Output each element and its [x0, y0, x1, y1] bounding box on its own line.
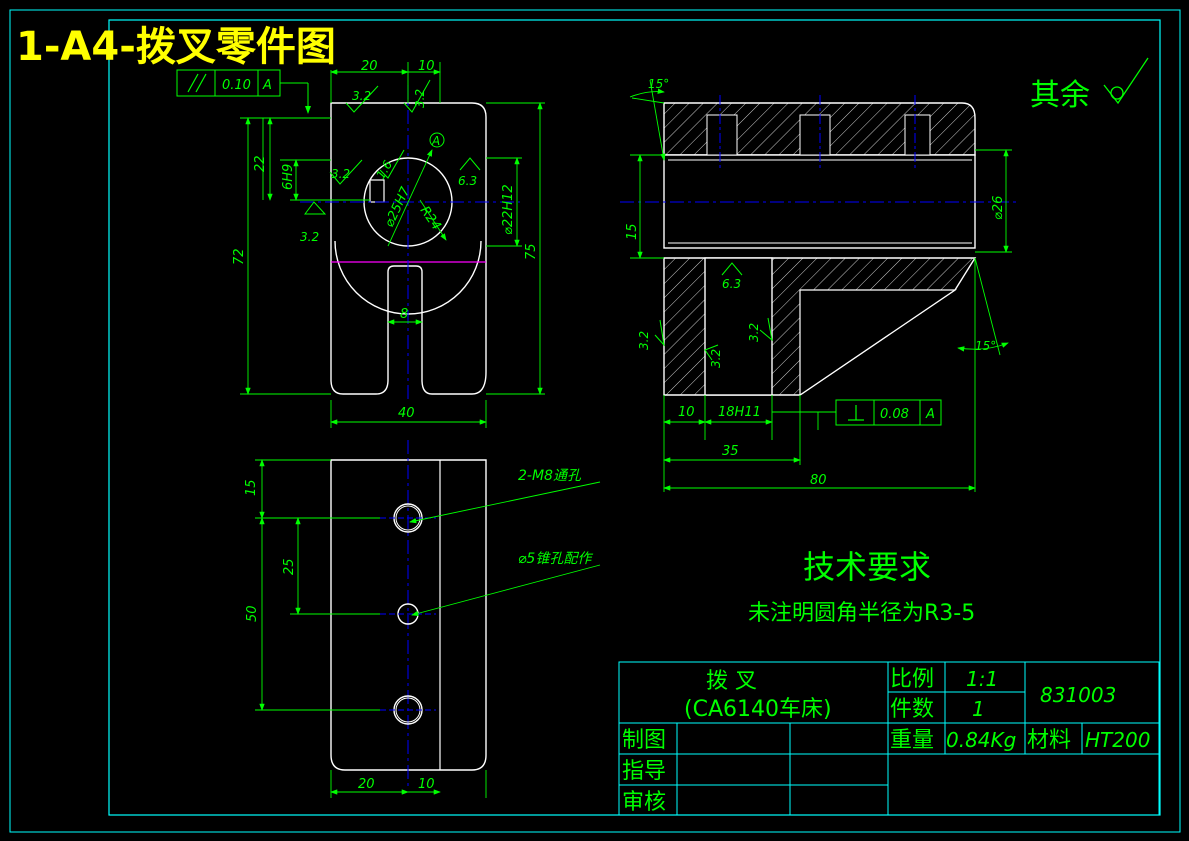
front-rough-c: 3.2: [331, 167, 350, 181]
front-dim-10: 10: [418, 59, 435, 74]
front-rough-b: 3.2: [413, 89, 427, 108]
bottom-outline: [330, 459, 487, 771]
section-dim-phi26: ⌀26: [991, 196, 1006, 220]
datum-a-marker: [429, 132, 445, 148]
section-dim-35: 35: [722, 444, 739, 459]
hole-top: [380, 503, 436, 533]
bottom-dim-10: 10: [418, 777, 435, 792]
bottom-dim-25: 25: [282, 558, 297, 575]
section-angle-15-bottom: 15°: [975, 339, 996, 353]
title-block: [618, 661, 1160, 816]
front-dim-75: 75: [524, 243, 539, 260]
tb-machine: (CA6140车床): [684, 697, 832, 722]
perp-datum: A: [925, 407, 935, 422]
key-slot: [369, 179, 385, 203]
tb-material-value: HT200: [1085, 728, 1150, 752]
roughness-symbol-icon: [1103, 57, 1149, 105]
tb-material-label: 材料: [1027, 728, 1071, 753]
front-dim-6h9: 6H9: [281, 164, 296, 190]
tb-review-label: 审核: [622, 790, 666, 815]
note-phi5-taper: ⌀5锥孔配作: [518, 551, 593, 567]
section-dim-18h11: 18H11: [718, 405, 761, 420]
front-view: 0.10 A A 20 10 3.2 3.2 3.2 3.2 1.6 6.3 2…: [176, 59, 545, 428]
front-rough-a: 3.2: [352, 89, 371, 103]
front-rough-d: 3.2: [300, 230, 319, 244]
tb-qty-label: 件数: [890, 697, 934, 722]
tb-scale-label: 比例: [890, 667, 934, 692]
section-rough-a: 3.2: [637, 331, 651, 350]
tech-req-note: 未注明圆角半径为R3-5: [748, 601, 975, 626]
tb-drawn-label: 制图: [622, 728, 666, 753]
front-dim-72: 72: [232, 248, 247, 265]
note-m8-holes: 2-M8通孔: [518, 468, 582, 484]
section-slot: [704, 257, 773, 396]
section-rough-b: 3.2: [747, 323, 761, 342]
front-dim-phi25h7: ⌀25H7: [382, 184, 414, 229]
section-rough-c: 3.2: [709, 349, 723, 368]
tb-scale-value: 1:1: [966, 667, 998, 691]
section-dim-10: 10: [678, 405, 695, 420]
tb-guide-label: 指导: [622, 759, 666, 784]
tech-req-heading: 技术要求: [803, 548, 931, 586]
perp-tolerance-value: 0.08: [880, 407, 909, 422]
section-dim-15: 15: [625, 223, 640, 240]
parallel-datum: A: [262, 78, 272, 93]
front-rough-6-3: 6.3: [458, 174, 477, 188]
parallelism-icon: [187, 73, 199, 93]
front-dim-40: 40: [398, 406, 415, 421]
front-dim-r24: R24: [417, 204, 444, 234]
sheet-title: 1-A4-拨叉零件图: [16, 24, 336, 70]
tb-qty-value: 1: [972, 697, 985, 721]
front-dim-20: 20: [361, 59, 378, 74]
bottom-view: 15 25 50 20 10 2-M8通孔 ⌀5锥孔配作: [244, 440, 601, 798]
tb-part-name: 拨 叉: [706, 669, 757, 694]
bottom-dim-15: 15: [244, 479, 259, 496]
front-dim-22: 22: [253, 155, 268, 172]
parallel-tolerance-value: 0.10: [222, 78, 251, 93]
bottom-dim-50: 50: [245, 605, 260, 622]
fork-front-outline: [330, 102, 487, 395]
inner-frame: [108, 19, 1161, 816]
section-view: 0.08 A 15° 15° 15 ⌀26 6.3 3.2 3.2 3.2 10…: [620, 77, 1020, 492]
front-dim-8: 8: [400, 307, 408, 322]
section-angle-15-top: 15°: [648, 77, 669, 91]
parallel-tolerance-frame: 0.10 A: [176, 69, 311, 114]
tb-weight-value: 0.84Kg: [946, 728, 1016, 752]
datum-a-label: A: [431, 134, 440, 148]
section-rough-6-3: 6.3: [722, 277, 741, 291]
hole-bottom: [380, 695, 436, 725]
bottom-dim-20: 20: [358, 777, 375, 792]
outer-frame: [9, 9, 1181, 833]
section-dim-80: 80: [810, 473, 827, 488]
tb-drawing-no: 831003: [1040, 683, 1116, 707]
tb-weight-label: 重量: [890, 728, 934, 753]
rest-roughness-label: 其余: [1030, 78, 1090, 113]
front-dim-phi22h12: ⌀22H12: [501, 184, 516, 235]
perpendicular-tolerance-frame: 0.08 A: [835, 399, 942, 426]
